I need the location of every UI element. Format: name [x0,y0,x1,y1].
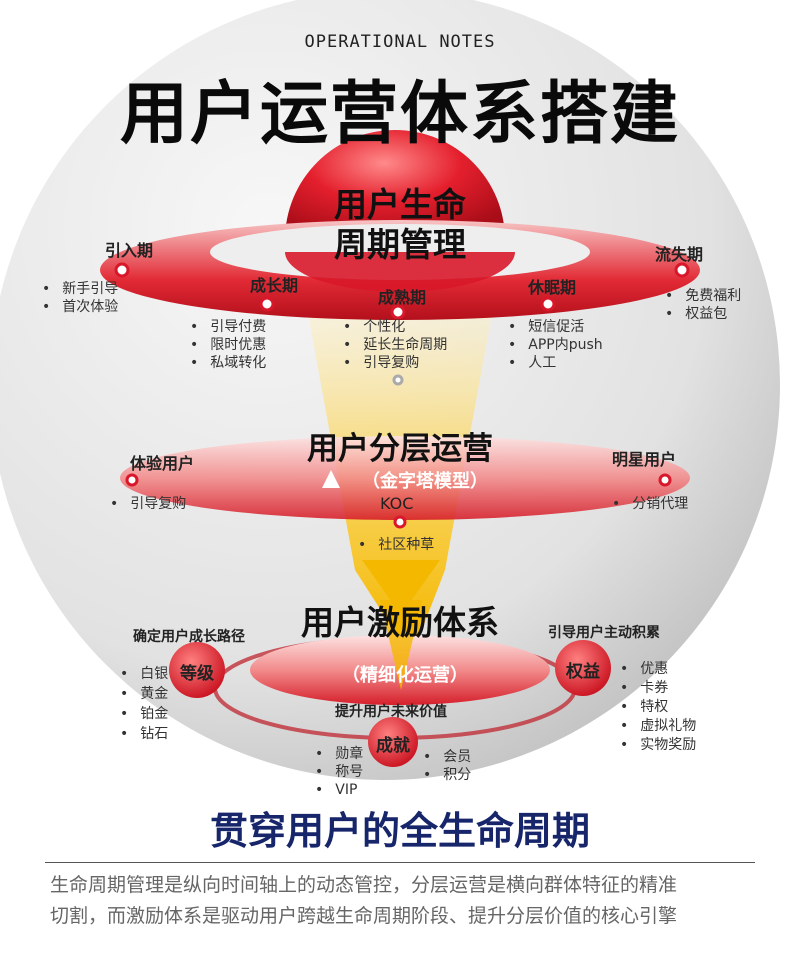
group-name: KOC [380,494,414,513]
list-item: 钻石 [120,724,168,744]
list-item: 积分 [423,766,471,784]
list-item: 人工 [508,354,603,372]
incentive-title: 用户激励体系 [301,603,499,642]
description-line: 生命周期管理是纵向时间轴上的动态管控，分层运营是横向群体特征的精准 [50,874,678,896]
group-items: 社区种草 [358,536,434,554]
layers-title: 用户分层运营 [307,431,493,467]
stage-name: 休眠期 [528,278,577,297]
group-items: 引导复购 [110,495,186,513]
list-item: VIP [315,781,363,799]
list-item: 分销代理 [612,495,688,513]
stage-name: 成熟期 [378,288,427,307]
group-items: 分销代理 [612,495,688,513]
list-item: 限时优惠 [190,336,266,354]
node-label: 成就 [376,736,410,756]
list-item: 新手引导 [42,280,118,298]
stage-name: 引入期 [105,241,154,260]
divider [45,862,755,863]
list-item: 私域转化 [190,354,266,372]
pyramid-icon [322,470,340,488]
funnel-arrow [362,560,440,615]
list-item: 权益包 [665,305,741,323]
list-item: 会员 [423,748,471,766]
list-item: 特权 [620,698,696,717]
list-item: 优惠 [620,660,696,679]
stage-name: 成长期 [250,276,299,295]
node-achievement [368,717,418,767]
node-label: 等级 [180,664,214,684]
list-item: 称号 [315,763,363,781]
node-caption: 引导用户主动积累 [548,625,660,641]
incentive-subtitle: （精细化运营） [342,665,468,686]
list-item: 引导复购 [343,354,447,372]
footer-title: 贯穿用户的全生命周期 [209,809,590,853]
node-label: 权益 [566,662,600,682]
node-items: 优惠卡券特权虚拟礼物实物奖励 [620,660,696,755]
list-item: 短信促活 [508,318,603,336]
node-caption: 确定用户成长路径 [133,629,245,645]
list-item: 铂金 [120,704,168,724]
list-item: 社区种草 [358,536,434,554]
list-item: 卡券 [620,679,696,698]
node-level [169,642,225,698]
list-item: 首次体验 [42,298,118,316]
group-name: 明星用户 [612,450,677,469]
node-items-right: 会员积分 [423,748,471,784]
layers-ring [120,436,690,520]
node-caption: 提升用户未来价值 [335,704,447,720]
stage-items: 免费福利权益包 [665,287,741,323]
list-item: 虚拟礼物 [620,717,696,736]
stage-items: 短信促活APP内push人工 [508,318,603,372]
stage-items: 新手引导首次体验 [42,280,118,316]
lifecycle-title-line2: 周期管理 [334,225,466,264]
lifecycle-title-line1: 用户生命 [334,185,466,224]
page-title: 用户运营体系搭建 [119,75,680,154]
list-item: 免费福利 [665,287,741,305]
list-item: 引导复购 [110,495,186,513]
layers-model: （金字塔模型） [362,471,488,492]
group-name: 体验用户 [130,454,195,473]
list-item: 延长生命周期 [343,336,447,354]
lifecycle-sphere [285,130,505,240]
node-items-left: 勋章称号VIP [315,745,363,799]
subtitle: OPERATIONAL NOTES [304,32,496,52]
list-item: APP内push [508,336,602,354]
list-item: 实物奖励 [620,736,696,755]
stage-name: 流失期 [655,245,704,264]
list-item: 个性化 [343,318,447,336]
list-item: 勋章 [315,745,363,763]
description-line: 切割，而激励体系是驱动用户跨越生命周期阶段、提升分层价值的核心引擎 [50,905,678,927]
node-items: 白银黄金铂金钻石 [120,664,168,744]
node-rights [555,640,611,696]
stage-items: 引导付费限时优惠私域转化 [190,318,266,372]
list-item: 白银 [120,664,168,684]
footer-description: 生命周期管理是纵向时间轴上的动态管控，分层运营是横向群体特征的精准 切割，而激励… [50,870,770,932]
lifecycle-title: 用户生命 周期管理 [300,185,500,265]
list-item: 黄金 [120,684,168,704]
list-item: 引导付费 [190,318,266,336]
stage-items: 个性化延长生命周期引导复购 [343,318,447,372]
